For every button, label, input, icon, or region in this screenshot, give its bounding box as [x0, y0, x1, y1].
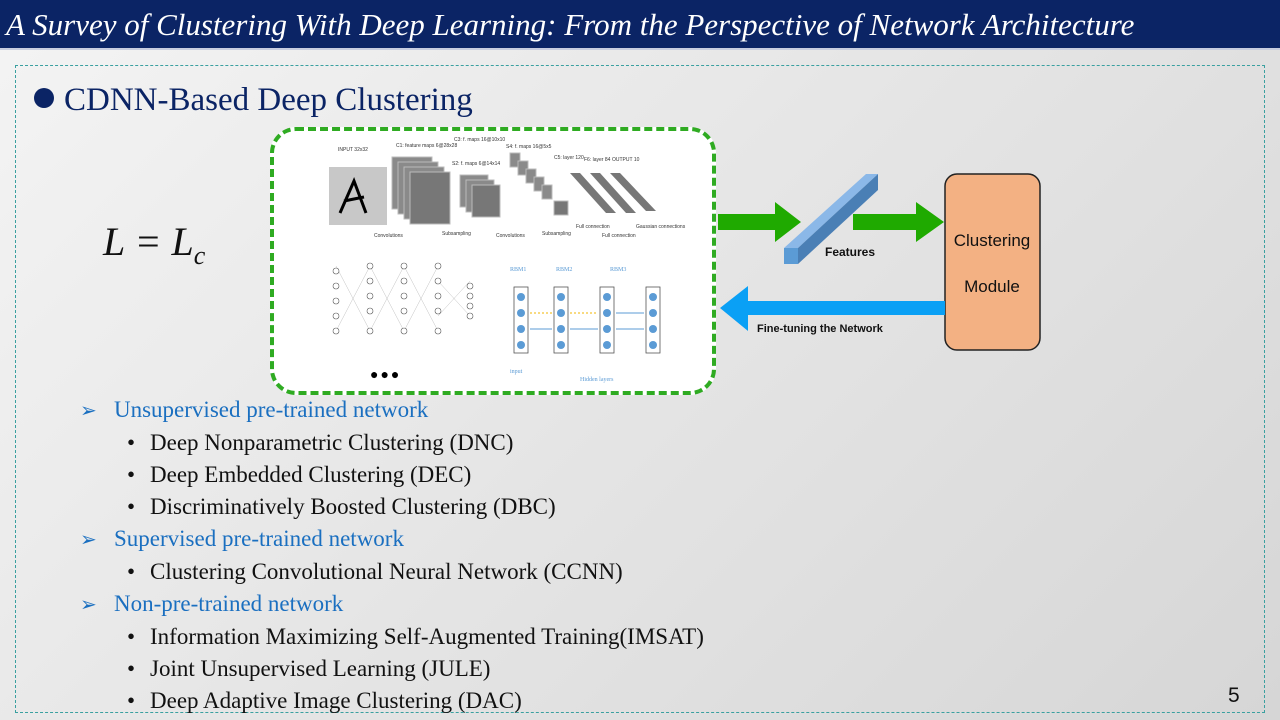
section-label: Non-pre-trained network: [114, 591, 344, 616]
list-item: •Joint Unsupervised Learning (JULE): [127, 656, 491, 681]
section-label: Supervised pre-trained network: [114, 526, 404, 551]
lenet-label: Subsampling: [542, 231, 571, 237]
lenet-label: INPUT 32x32: [338, 147, 368, 153]
network-image: INPUT 32x32 C1: feature maps 6@28x28 S2:…: [270, 127, 716, 395]
bullet-dot-icon: [34, 88, 54, 108]
item-text: Joint Unsupervised Learning (JULE): [150, 656, 491, 681]
rbm-label: RBM1: [510, 267, 526, 273]
lenet-label: C1: feature maps 6@28x28: [396, 143, 457, 149]
lenet-label: OUTPUT 10: [612, 157, 640, 163]
item-text: Deep Adaptive Image Clustering (DAC): [150, 688, 522, 713]
list-item: •Information Maximizing Self-Augmented T…: [127, 624, 704, 649]
rbm-label: RBM3: [610, 267, 626, 273]
lenet-label: S2: f. maps 6@14x14: [452, 161, 500, 167]
item-text: Information Maximizing Self-Augmented Tr…: [150, 624, 704, 649]
lenet-label: C3: f. maps 16@10x10: [454, 137, 505, 143]
item-text: Deep Embedded Clustering (DEC): [150, 462, 472, 487]
arrow-bullet-icon: ➢: [80, 594, 97, 616]
input-label: input: [510, 369, 523, 375]
letter-a-icon: [338, 177, 368, 214]
lenet-label: Subsampling: [442, 231, 471, 237]
list-item: •Discriminatively Boosted Clustering (DB…: [127, 494, 556, 519]
list-item: •Deep Embedded Clustering (DEC): [127, 462, 472, 487]
heading-text: CDNN-Based Deep Clustering: [64, 82, 473, 118]
slide-title: A Survey of Clustering With Deep Learnin…: [0, 0, 1280, 50]
input-map: [329, 167, 387, 225]
lenet-label: Convolutions: [374, 233, 403, 239]
lenet-label: S4: f. maps 16@5x5: [506, 144, 552, 150]
page-number: 5: [1228, 684, 1240, 707]
network-illustration: INPUT 32x32 C1: feature maps 6@28x28 S2:…: [329, 137, 686, 383]
lenet-label: Convolutions: [496, 233, 525, 239]
section-label: Unsupervised pre-trained network: [114, 397, 429, 422]
item-text: Clustering Convolutional Neural Network …: [150, 559, 623, 584]
list-item: •Deep Adaptive Image Clustering (DAC): [127, 688, 522, 713]
lenet-label: Full connection: [602, 233, 636, 239]
formula-subscript: c: [193, 241, 206, 270]
rbm-label: RBM2: [556, 267, 572, 273]
section-unsupervised: ➢ Unsupervised pre-trained network: [80, 394, 704, 427]
method-list: ➢ Unsupervised pre-trained network •Deep …: [80, 394, 704, 717]
arrow-bullet-icon: ➢: [80, 529, 97, 551]
lenet-label: Gaussian connections: [636, 224, 686, 230]
item-text: Discriminatively Boosted Clustering (DBC…: [150, 494, 556, 519]
lenet-label: F6: layer 84: [584, 157, 611, 163]
ellipsis-dots: ●●●: [370, 366, 401, 382]
section-heading: CDNN-Based Deep Clustering: [34, 82, 473, 119]
list-item: •Clustering Convolutional Neural Network…: [127, 559, 623, 584]
list-item: •Deep Nonparametric Clustering (DNC): [127, 430, 514, 455]
loss-formula: L = Lc: [103, 218, 205, 271]
lenet-label: C5: layer 120: [554, 155, 584, 161]
section-supervised: ➢ Supervised pre-trained network: [80, 523, 704, 556]
formula-main: L = L: [103, 219, 194, 264]
section-non-pretrained: ➢ Non-pre-trained network: [80, 588, 704, 621]
lenet-label: Full connection: [576, 224, 610, 230]
hidden-layers-label: Hidden layers: [580, 377, 614, 383]
arrow-bullet-icon: ➢: [80, 400, 97, 422]
content-frame: [15, 65, 1265, 713]
item-text: Deep Nonparametric Clustering (DNC): [150, 430, 514, 455]
mlp-diagram: [335, 265, 471, 332]
